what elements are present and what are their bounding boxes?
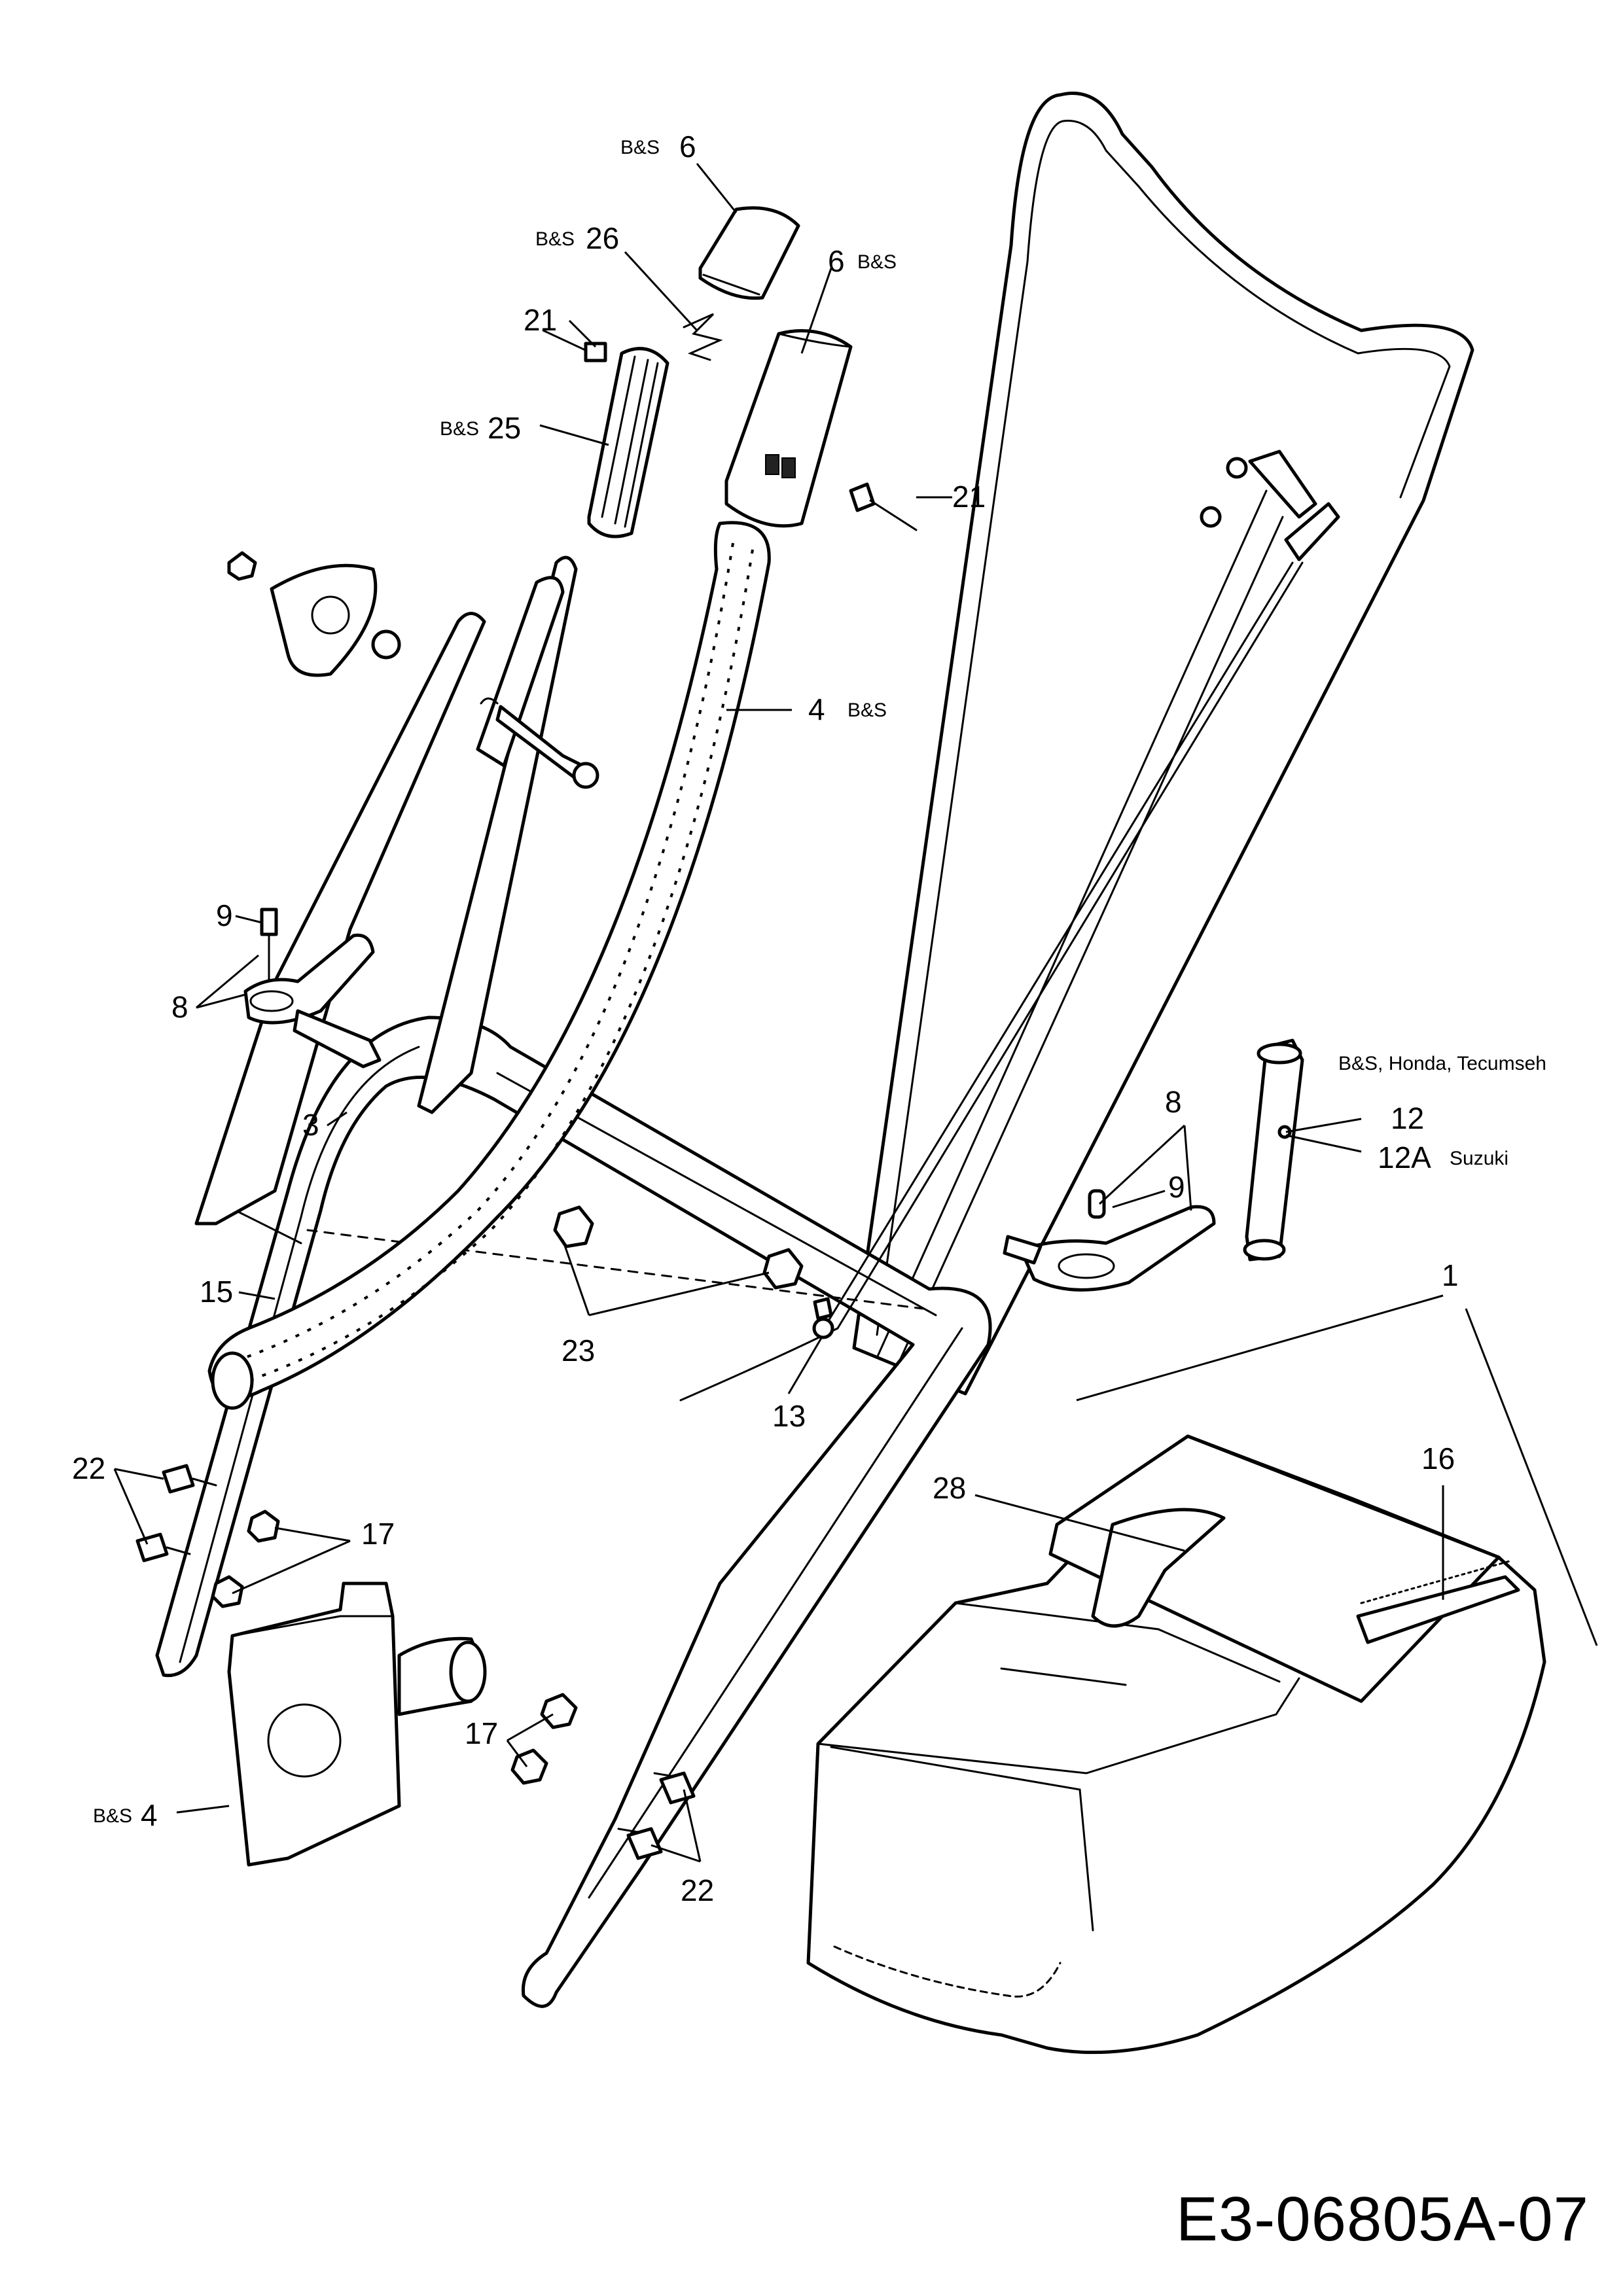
screw-part-21-right [849,482,918,531]
upper-handle [852,92,1474,1396]
label-bs-25-num: 25 [488,411,521,445]
hose-part-4 [207,521,771,1410]
handle-knob-assembly [227,551,599,789]
label-21-left: 21 [524,303,557,337]
label-9-left: 9 [216,898,233,932]
nut-part-17-bottom [510,1693,578,1785]
grip-housing-part-6 [724,329,853,528]
label-6-tag: B&S [857,251,897,273]
label-22-left: 22 [72,1451,105,1485]
label-21-right: 21 [952,480,986,514]
label-bs-4-tag: B&S [93,1805,132,1827]
clip-part-13 [812,1297,834,1339]
label-17-bottom: 17 [465,1716,498,1750]
spring-part-26 [683,313,723,361]
label-3: 3 [302,1108,319,1142]
label-12-engines: B&S, Honda, Tecumseh [1338,1053,1546,1074]
label-bs-6-top-tag: B&S [620,137,660,158]
label-bs-26-tag: B&S [535,228,575,250]
label-12: 12 [1391,1101,1424,1135]
nut-part-23-right [762,1248,804,1290]
handle-lock-lever-left [243,908,382,1069]
label-17-left: 17 [361,1517,395,1551]
label-12a-tag: Suzuki [1450,1148,1508,1169]
label-15: 15 [200,1275,233,1309]
nut-part-17-left [211,1510,280,1608]
grip-cap-part-6-top [698,206,800,300]
throttle-lever [1200,450,1340,561]
handle-lock-lever-right [1003,1189,1216,1292]
label-12a-num: 12A [1378,1140,1431,1174]
label-bs-6-top-num: 6 [679,130,696,164]
label-8-left: 8 [171,990,188,1024]
label-9-right: 9 [1168,1170,1185,1204]
hose-adapter-part-4 [227,1581,487,1867]
label-23: 23 [562,1333,595,1368]
label-bs-25-tag: B&S [440,418,479,440]
grip-part-25 [587,347,669,539]
label-1: 1 [1442,1258,1459,1292]
nut-part-23-left [553,1205,594,1248]
label-28: 28 [933,1471,966,1505]
label-6-num: 6 [828,244,845,278]
spark-plug-wrench-part-12 [1243,1038,1304,1262]
label-bs-26-num: 26 [586,221,619,255]
label-22-bottom: 22 [681,1873,714,1907]
label-bs-4-num: 4 [141,1798,158,1832]
label-4-tag: B&S [847,699,887,721]
drawing-number: E3-06805A-07 [1175,2184,1589,2254]
label-4-num: 4 [808,692,825,726]
label-16: 16 [1421,1441,1455,1475]
grass-catcher-part-1 [806,1434,1546,2055]
label-8-right: 8 [1165,1085,1182,1119]
leader-lines [113,163,1598,1863]
label-13: 13 [772,1399,806,1433]
callout-labels: B&S 6 B&S 26 6 B&S 21 B&S 25 21 4 B&S 9 … [72,130,1546,1907]
